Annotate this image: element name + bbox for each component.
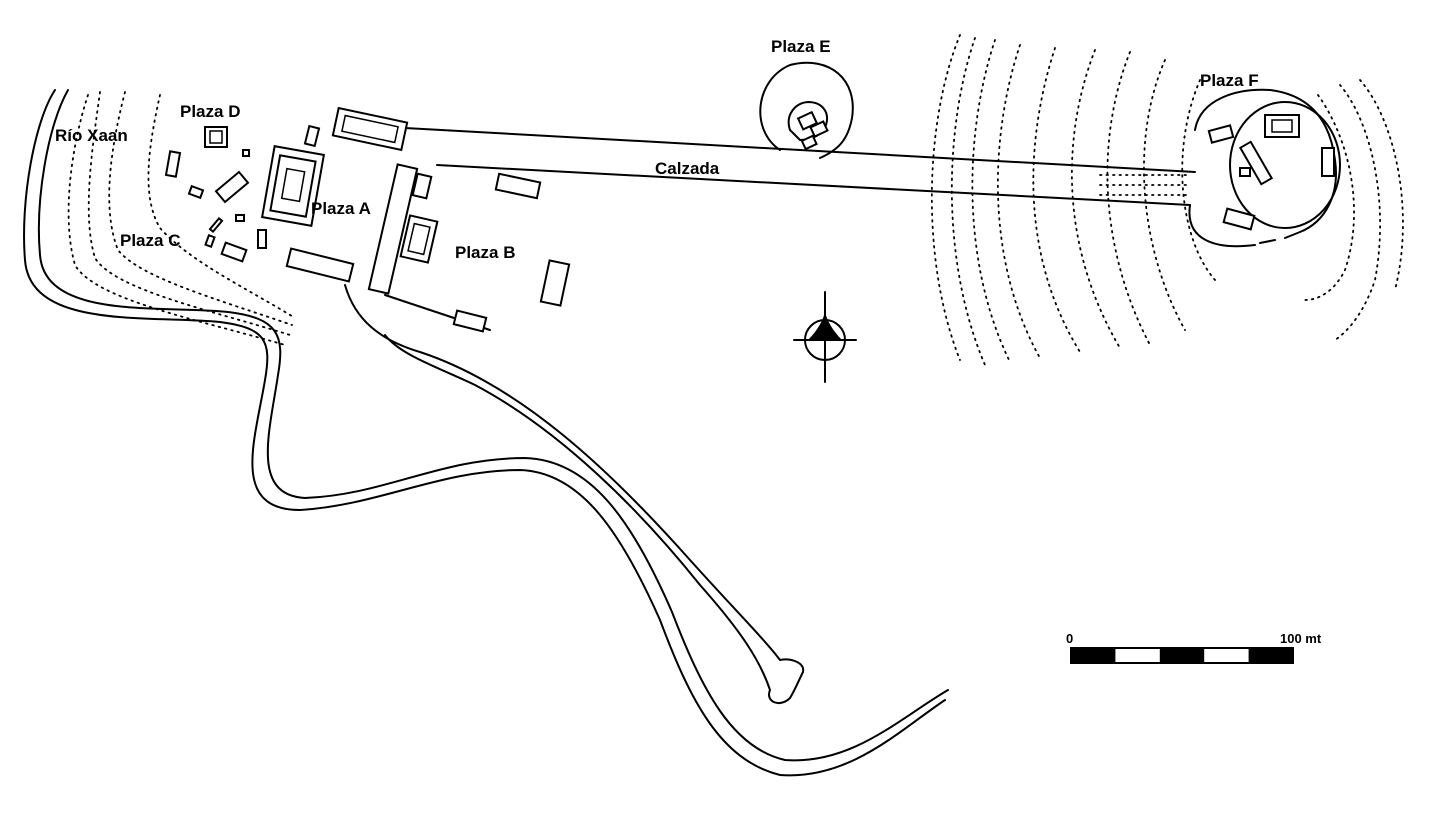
causeway <box>404 127 1196 206</box>
label-river: Río Xaan <box>55 126 128 145</box>
plaza-b-buildings <box>367 163 571 333</box>
south-causeway <box>344 284 805 705</box>
scale-end-label: 100 mt <box>1280 631 1322 646</box>
river-banks <box>23 89 949 777</box>
label-causeway: Calzada <box>655 159 720 178</box>
label-plaza-f: Plaza F <box>1200 71 1259 90</box>
label-plaza-d: Plaza D <box>180 102 240 121</box>
contour-lines <box>67 34 1404 366</box>
plaza-cd-buildings <box>164 126 267 263</box>
scale-bar: 0 100 mt <box>1066 631 1322 664</box>
plaza-a-buildings <box>260 106 409 283</box>
compass-north-icon <box>793 291 857 383</box>
label-plaza-a: Plaza A <box>311 199 371 218</box>
label-plaza-c: Plaza C <box>120 231 180 250</box>
label-plaza-e: Plaza E <box>771 37 831 56</box>
label-plaza-b: Plaza B <box>455 243 515 262</box>
plaza-e-mound <box>759 61 854 159</box>
plaza-f-enclosure <box>1188 88 1341 248</box>
scale-start-label: 0 <box>1066 631 1073 646</box>
